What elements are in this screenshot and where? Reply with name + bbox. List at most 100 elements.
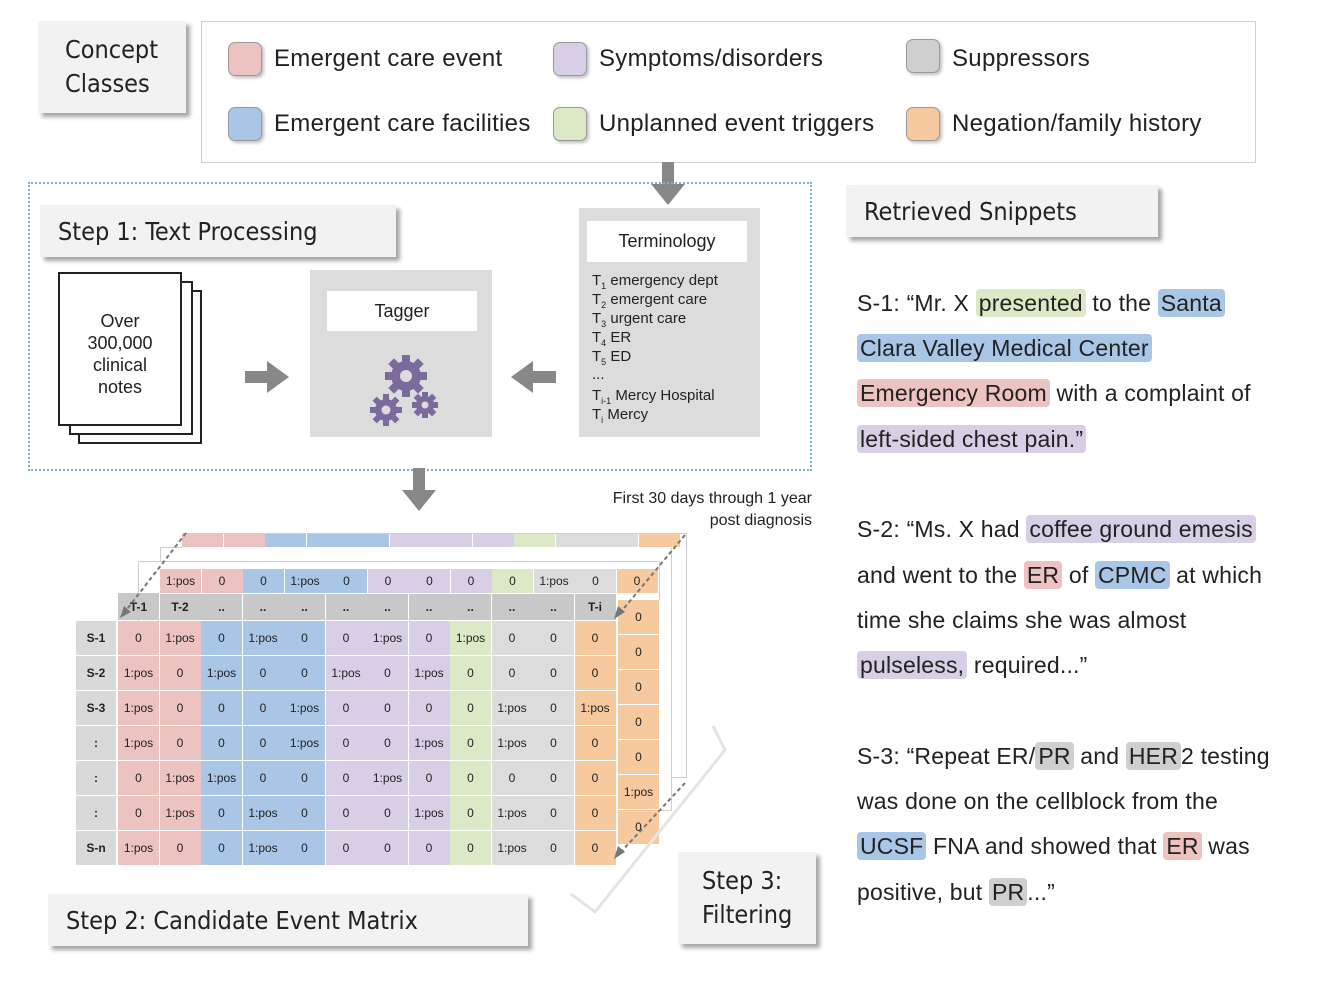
matrix-cell: 0 bbox=[118, 796, 160, 831]
gears-icon bbox=[370, 355, 438, 426]
highlight-unplanned-trigger: presented bbox=[975, 289, 1086, 317]
matrix-cell: 0 bbox=[325, 796, 368, 831]
snippet-s2-line1: S-2: “Ms. X had coffee ground emesis bbox=[857, 515, 1256, 543]
matrix-col-header: .. bbox=[450, 593, 492, 620]
matrix-cell: 1:pos bbox=[201, 761, 243, 796]
highlight-suppressor: PR bbox=[988, 878, 1028, 906]
matrix-cell: 1:pos bbox=[242, 621, 285, 656]
matrix-cell: 0 bbox=[574, 656, 617, 691]
time-note-line: First 30 days through 1 year bbox=[612, 490, 812, 507]
matrix-cell: 1:pos bbox=[118, 831, 160, 866]
arrow-right-icon bbox=[245, 361, 289, 393]
matrix-cell: 1:pos bbox=[367, 761, 409, 796]
arrow-left-icon bbox=[511, 361, 556, 393]
snippet-s1-line1: S-1: “Mr. X presented to the Santa bbox=[857, 289, 1225, 317]
matrix-cell: 1:pos bbox=[159, 621, 202, 656]
term-row: Ti-1 Mercy Hospital bbox=[592, 387, 715, 406]
matrix-row-label: S-3 bbox=[76, 691, 116, 726]
matrix-col-header: .. bbox=[242, 593, 285, 620]
matrix-cell: 1:pos bbox=[118, 726, 160, 761]
highlight-facility: Santa bbox=[1157, 289, 1225, 317]
highlight-symptom: pulseless, bbox=[857, 651, 968, 679]
matrix-cell: 0 bbox=[408, 621, 451, 656]
matrix-cell: 0 bbox=[284, 761, 326, 796]
matrix-col-header: .. bbox=[325, 593, 368, 620]
snippet-s3-line2: was done on the cellblock from the bbox=[857, 788, 1218, 814]
legend-swatch-purple bbox=[553, 42, 587, 76]
snippet-s1-line2: Clara Valley Medical Center bbox=[857, 334, 1152, 362]
matrix-cell: 1:pos bbox=[491, 691, 534, 726]
clinical-notes-text: Over 300,000 clinical notes bbox=[58, 310, 182, 398]
matrix-back-cell: 1:pos bbox=[533, 569, 576, 594]
snippet-s2-line4: pulseless, required...” bbox=[857, 651, 1088, 679]
legend-swatch-gray bbox=[906, 39, 940, 73]
matrix-cell: 0 bbox=[159, 831, 202, 866]
step3-title: Step 3: Filtering bbox=[678, 852, 816, 944]
matrix-cell: 1:pos bbox=[491, 796, 534, 831]
time-window-note: First 30 days through 1 year post diagno… bbox=[530, 488, 812, 532]
time-note-line: post diagnosis bbox=[709, 512, 812, 529]
snippet-s3-line4: positive, but PR...” bbox=[857, 878, 1055, 906]
page-front bbox=[58, 272, 182, 426]
notes-line: notes bbox=[97, 377, 143, 397]
matrix-cell: 0 bbox=[574, 761, 617, 796]
matrix-cell: 0 bbox=[450, 691, 492, 726]
concept-classes-title-line2: Classes bbox=[65, 69, 150, 98]
matrix-cell: 0 bbox=[325, 726, 368, 761]
filter-bracket-icon bbox=[570, 725, 727, 915]
matrix-row-label: S-1 bbox=[76, 621, 116, 656]
legend-label: Negation/family history bbox=[952, 110, 1202, 137]
legend-item-symptoms-disorders: Symptoms/disorders bbox=[553, 42, 823, 76]
snippet-s2-line3: time she claims she was almost bbox=[857, 607, 1187, 633]
notes-line: Over bbox=[100, 311, 140, 331]
highlight-suppressor: HER bbox=[1125, 742, 1182, 770]
matrix-cell: 0 bbox=[367, 691, 409, 726]
matrix-back-cell: 1:pos bbox=[160, 569, 202, 594]
matrix-cell: 1:pos bbox=[159, 761, 202, 796]
term-row: T2 emergent care bbox=[592, 291, 708, 310]
legend-swatch-orange bbox=[906, 107, 940, 141]
matrix-cell: 0 bbox=[367, 831, 409, 866]
matrix-cell: 0 bbox=[118, 621, 160, 656]
matrix-cell: 0 bbox=[491, 761, 534, 796]
matrix-cell: 0 bbox=[201, 796, 243, 831]
matrix-stack-guides bbox=[120, 532, 686, 859]
legend-swatch-green bbox=[553, 107, 587, 141]
matrix-cell: 1:pos bbox=[450, 621, 492, 656]
arrow-down-icon bbox=[651, 162, 685, 205]
matrix-cell: 0 bbox=[574, 831, 617, 866]
matrix-back-cell: 0 bbox=[367, 569, 410, 594]
matrix-back-cell: 0 bbox=[618, 740, 660, 775]
term-row: T3 urgent care bbox=[592, 310, 687, 329]
matrix-cell: 1:pos bbox=[118, 656, 160, 691]
matrix-cell: 1:pos bbox=[367, 621, 409, 656]
matrix-cell: 0 bbox=[408, 761, 451, 796]
matrix-cell: 0 bbox=[491, 621, 534, 656]
matrix-row-label: S-n bbox=[76, 831, 116, 866]
matrix-back-cell: 0 bbox=[618, 635, 660, 670]
matrix-col-header: .. bbox=[408, 593, 451, 620]
highlight-emergent-event: ER bbox=[1163, 832, 1202, 860]
highlight-facility: Clara Valley Medical Center bbox=[857, 334, 1152, 362]
highlight-emergent-event: Emergency Room bbox=[857, 379, 1050, 407]
legend-item-unplanned-event-triggers: Unplanned event triggers bbox=[553, 107, 874, 141]
matrix-cell: 1:pos bbox=[325, 656, 368, 691]
matrix-cell: 1:pos bbox=[574, 691, 617, 726]
matrix-cell: 1:pos bbox=[159, 796, 202, 831]
matrix-cell: 1:pos bbox=[491, 726, 534, 761]
matrix-col-header: .. bbox=[367, 593, 409, 620]
snippet-s1-line4: left-sided chest pain.” bbox=[857, 425, 1087, 453]
matrix-cell: 1:pos bbox=[242, 796, 285, 831]
matrix-row-label: : bbox=[76, 726, 116, 761]
highlight-facility: UCSF bbox=[857, 832, 927, 860]
retrieved-snippets-title: Retrieved Snippets bbox=[846, 185, 1158, 237]
matrix-col-header: .. bbox=[491, 593, 534, 620]
matrix-cell: 0 bbox=[201, 726, 243, 761]
terminology-title: Terminology bbox=[587, 221, 747, 262]
matrix-cell: 0 bbox=[574, 726, 617, 761]
matrix-cell: 0 bbox=[367, 726, 409, 761]
highlight-symptom: left-sided chest pain.” bbox=[857, 425, 1087, 453]
term-row: Ti Mercy bbox=[592, 406, 649, 425]
tagger-label: Tagger bbox=[327, 291, 477, 331]
step2-title: Step 2: Candidate Event Matrix bbox=[48, 894, 528, 946]
